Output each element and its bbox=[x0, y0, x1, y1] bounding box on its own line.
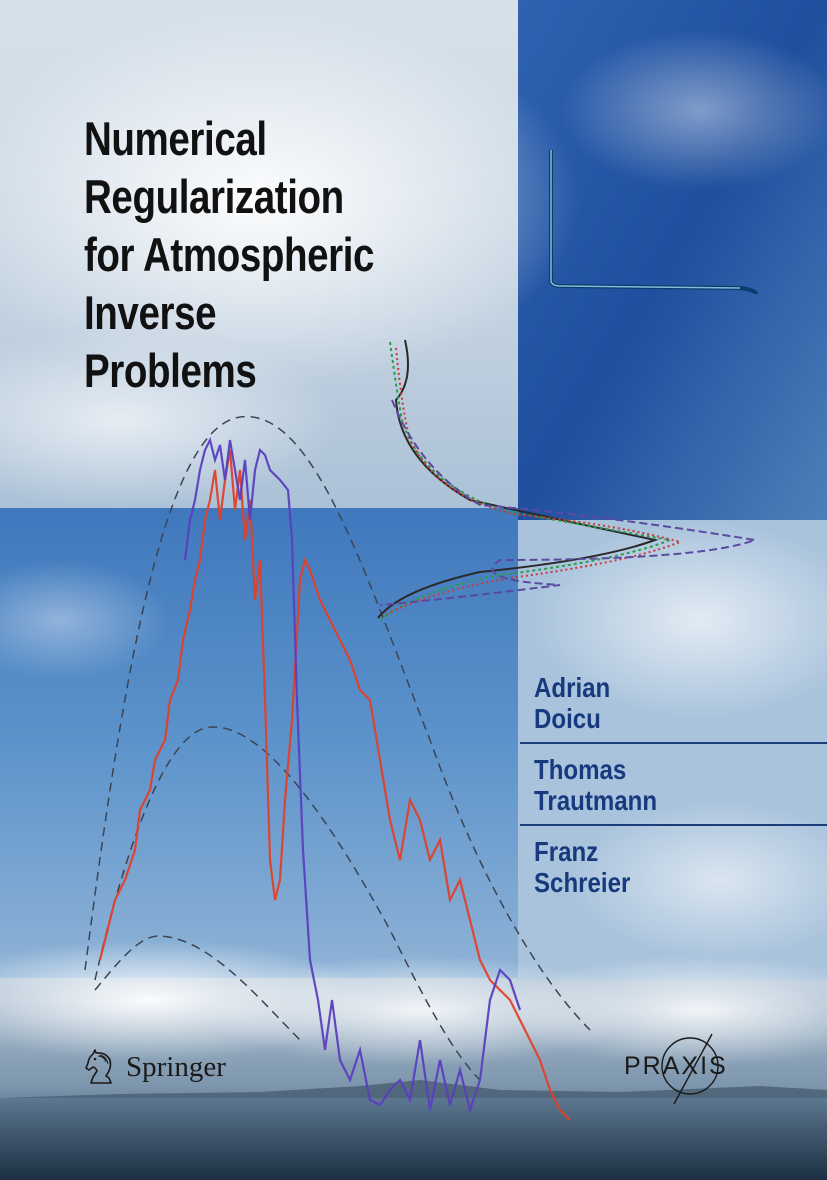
publisher-logo: Springer bbox=[82, 1048, 226, 1086]
series-name: PRAXIS bbox=[624, 1052, 728, 1080]
author-last-name: Doicu bbox=[534, 703, 601, 734]
author-entry: Thomas Trautmann bbox=[520, 754, 827, 826]
author-first-name: Thomas bbox=[534, 754, 627, 785]
book-title: Numerical Regularization for Atmospheric… bbox=[84, 110, 374, 400]
title-line: Problems bbox=[84, 344, 257, 397]
clouds bbox=[0, 10, 827, 1065]
title-line: Inverse bbox=[84, 286, 217, 339]
author-first-name: Franz bbox=[534, 836, 599, 867]
spectrum-blue bbox=[183, 436, 522, 1114]
author-last-name: Trautmann bbox=[534, 785, 658, 816]
series-logo: PRAXIS bbox=[616, 1030, 746, 1110]
author-list: Adrian Doicu Thomas Trautmann Franz Schr… bbox=[520, 672, 827, 916]
praxis-circle-icon bbox=[661, 1033, 719, 1105]
author-first-name: Adrian bbox=[534, 672, 611, 703]
knight-horse-icon bbox=[85, 1049, 112, 1084]
author-entry: Adrian Doicu bbox=[520, 672, 827, 744]
title-line: Numerical bbox=[84, 112, 267, 165]
title-line: Regularization bbox=[84, 170, 344, 223]
sea bbox=[0, 1098, 827, 1180]
profile-curves bbox=[377, 339, 759, 621]
publisher-name: Springer bbox=[126, 1050, 226, 1083]
author-last-name: Schreier bbox=[534, 867, 631, 898]
spectrum-red bbox=[98, 449, 571, 1121]
author-entry: Franz Schreier bbox=[520, 836, 827, 906]
title-line: for Atmospheric bbox=[84, 228, 375, 281]
